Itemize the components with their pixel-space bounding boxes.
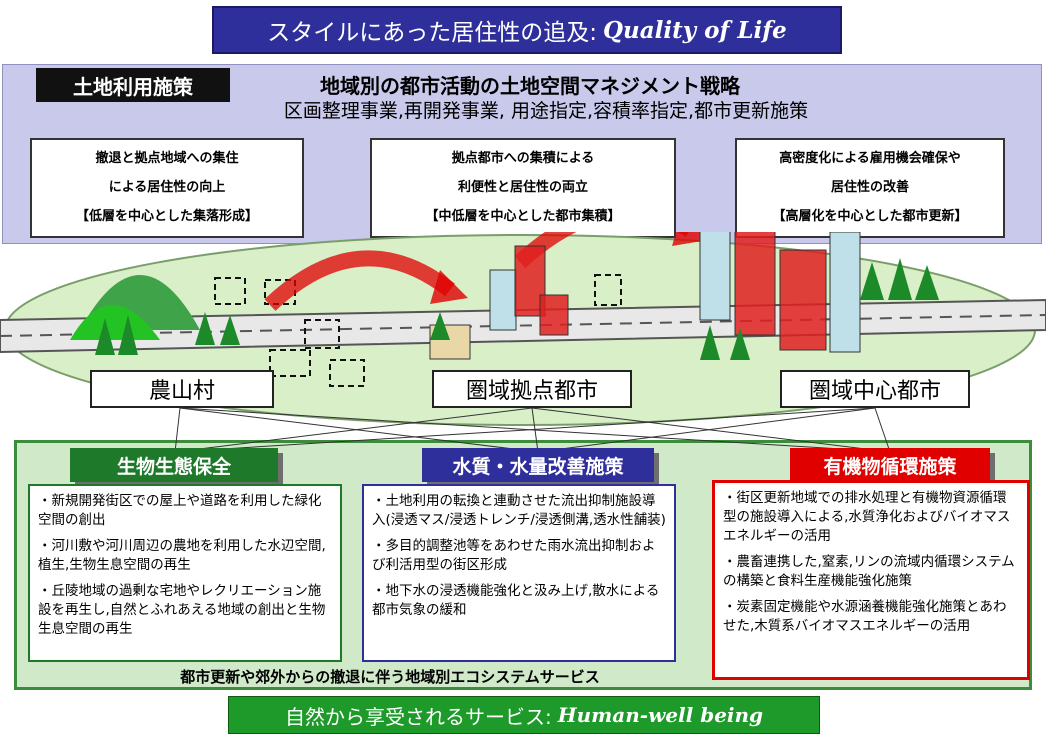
migration-arrow-2 <box>514 232 689 268</box>
road-centerline <box>0 314 1046 337</box>
human-well-being-banner: 自然から享受されるサービス: Human-well being <box>228 696 820 734</box>
forest-rural <box>95 312 240 355</box>
hill <box>70 305 160 340</box>
strategy-line: 【高層化を中心とした都市更新】 <box>772 209 968 224</box>
measure-item: ・街区更新地域での排水処理と有機物資源循環型の施設導入による,水質浄化およびバイ… <box>723 490 1011 544</box>
banner-text: 自然から享受されるサービス: <box>284 704 552 729</box>
hub-buildings <box>429 245 569 360</box>
measure-item: ・多目的調整池等をあわせた雨水流出抑制および利活用型の街区形成 <box>372 538 656 573</box>
strategy-line: による居住性の向上 <box>108 180 226 195</box>
land-use-title: 地域別の都市活動の土地空間マネジメント戦略 <box>320 74 740 98</box>
measure-item: ・丘陵地域の過剰な宅地やレクリエーション施設を再生し,自然とふれあえる地域の創出… <box>38 583 326 637</box>
center-buildings <box>699 232 861 353</box>
migration-arrowhead-2 <box>672 232 708 246</box>
category-box-water: ・土地利用の転換と連動させた流出抑制施設導入(浸透マス/浸透トレンチ/浸透側溝,… <box>362 484 676 662</box>
land-use-label: 土地利用施策 <box>36 68 230 102</box>
measure-item: ・土地利用の転換と連動させた流出抑制施設導入(浸透マス/浸透トレンチ/浸透側溝,… <box>372 493 666 528</box>
measure-item: ・地下水の浸透機能強化と汲み上げ,散水による都市気象の緩和 <box>372 583 660 618</box>
strategy-line: 居住性の改善 <box>830 180 909 195</box>
strategy-line: 【中低層を中心とした都市集積】 <box>425 209 621 224</box>
connector-lines <box>174 407 891 453</box>
category-title-organic: 有機物循環施策 <box>790 448 990 482</box>
town-label-center: 圏域中心都市 <box>780 370 970 408</box>
town-label-rural: 農山村 <box>90 370 274 408</box>
category-title-biodiversity: 生物生態保全 <box>70 448 278 482</box>
strategy-line: 利便性と居住性の両立 <box>457 180 588 195</box>
strategy-box-center: 高密度化による雇用機会確保や 居住性の改善 【高層化を中心とした都市更新】 <box>735 138 1005 238</box>
vacated-houses <box>214 274 622 387</box>
strategy-box-rural: 撤退と拠点地域への集住 による居住性の向上 【低層を中心とした集落形成】 <box>30 138 304 238</box>
banner-text: スタイルにあった居住性の追及: <box>267 20 597 46</box>
category-title-water: 水質・水量改善施策 <box>422 448 654 482</box>
quality-of-life-banner: スタイルにあった居住性の追及: Quality of Life <box>212 6 842 54</box>
town-label-hub: 圏域拠点都市 <box>432 370 632 408</box>
strategy-line: 拠点都市への集積による <box>451 151 595 166</box>
forest-city <box>430 258 939 360</box>
measure-item: ・河川敷や河川周辺の農地を利用した水辺空間,植生,生物生息空間の再生 <box>38 538 326 573</box>
migration-arrowhead-1 <box>430 270 468 304</box>
ecosystem-service-caption: 都市更新や郊外からの撤退に伴う地域別エコシステムサービス <box>180 668 600 686</box>
strategy-box-hub: 拠点都市への集積による 利便性と居住性の両立 【中低層を中心とした都市集積】 <box>370 138 676 238</box>
strategy-line: 【低層を中心とした集落形成】 <box>75 209 258 224</box>
land-use-subtitle: 区画整理事業,再開発事業, 用途指定,容積率指定,都市更新施策 <box>283 100 809 122</box>
banner-emphasis: Quality of Life <box>602 16 787 44</box>
measure-item: ・炭素固定機能や水源涵養機能強化施策とあわせた,木質系バイオマスエネルギーの活用 <box>723 599 1007 634</box>
migration-arrow-1 <box>264 250 455 311</box>
category-box-organic: ・街区更新地域での排水処理と有機物資源循環型の施設導入による,水質浄化およびバイ… <box>712 480 1030 680</box>
measure-item: ・新規開発街区での屋上や道路を利用した緑化空間の創出 <box>38 493 322 528</box>
banner-emphasis: Human-well being <box>557 703 764 727</box>
category-box-biodiversity: ・新規開発街区での屋上や道路を利用した緑化空間の創出 ・河川敷や河川周辺の農地を… <box>28 484 342 662</box>
measure-item: ・農畜連携した,窒素,リンの流域内循環システムの構築と食料生産機能強化施策 <box>723 554 1015 589</box>
strategy-line: 撤退と拠点地域への集住 <box>95 151 239 166</box>
strategy-line: 高密度化による雇用機会確保や <box>779 151 961 166</box>
